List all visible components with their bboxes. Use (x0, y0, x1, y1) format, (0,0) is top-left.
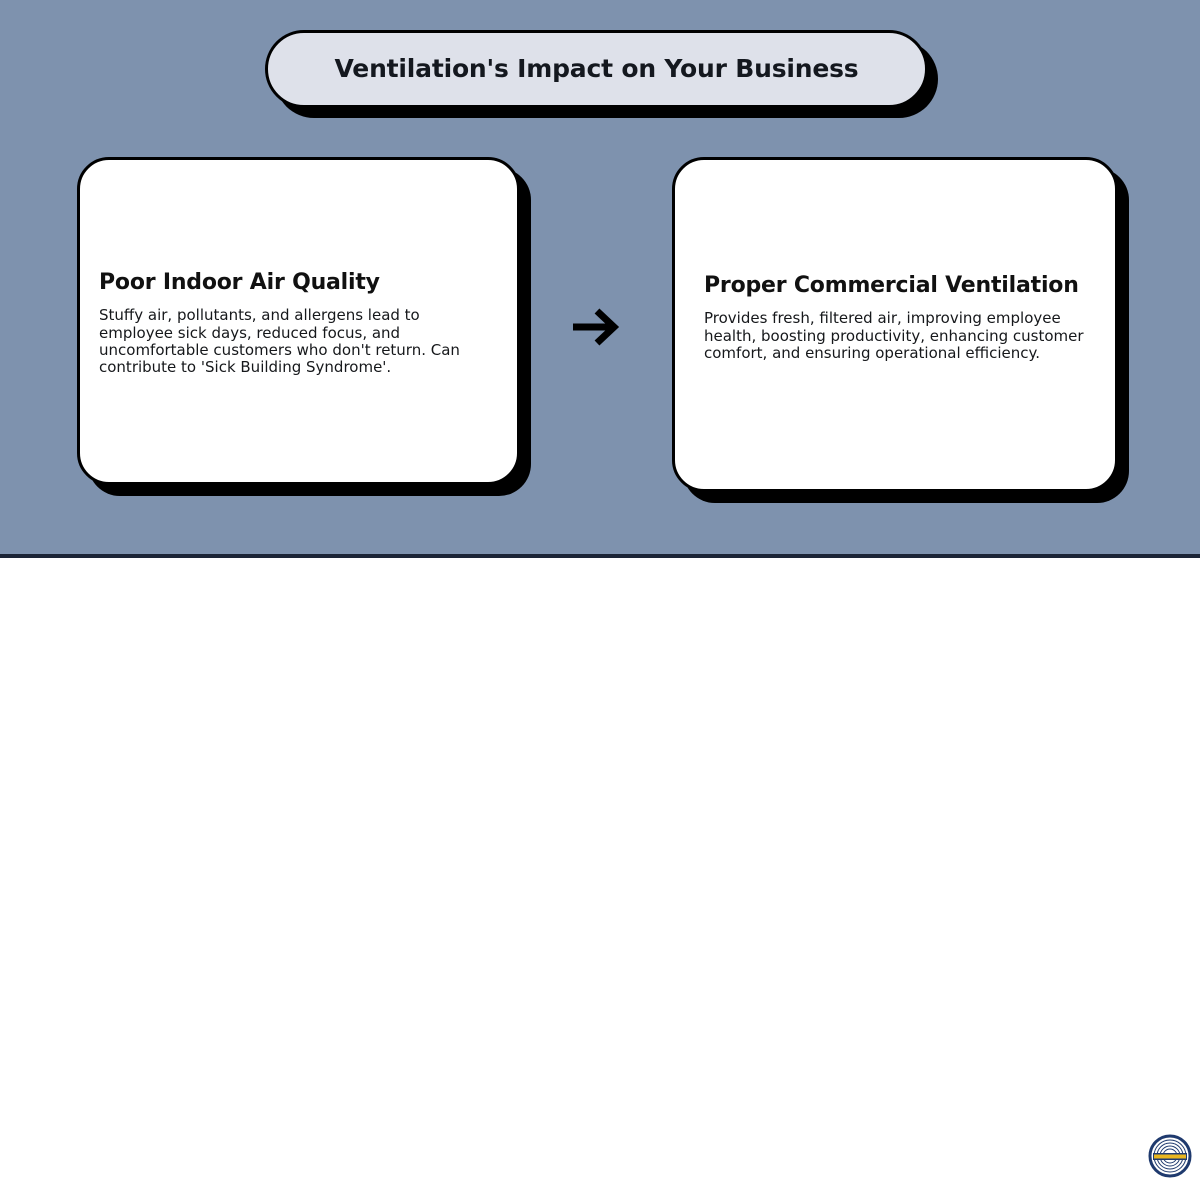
card-proper-commercial-ventilation: Proper Commercial Ventilation Provides f… (672, 157, 1129, 503)
title-banner: Ventilation's Impact on Your Business (265, 30, 938, 118)
card-heading: Poor Indoor Air Quality (99, 270, 380, 295)
card-heading: Proper Commercial Ventilation (704, 273, 1079, 298)
card-surface: Poor Indoor Air Quality Stuffy air, poll… (77, 157, 520, 485)
page-title: Ventilation's Impact on Your Business (334, 54, 859, 84)
card-content: Poor Indoor Air Quality Stuffy air, poll… (99, 270, 497, 377)
card-content: Proper Commercial Ventilation Provides f… (704, 273, 1093, 362)
infographic-body: Ventilation's Impact on Your Business Po… (0, 0, 1200, 558)
card-description: Provides fresh, filtered air, improving … (704, 309, 1084, 363)
footer-bar (0, 562, 1200, 1178)
circular-badge-logo-icon (1148, 1134, 1192, 1178)
card-surface: Proper Commercial Ventilation Provides f… (672, 157, 1118, 492)
card-description: Stuffy air, pollutants, and allergens le… (99, 306, 460, 377)
title-banner-pill: Ventilation's Impact on Your Business (265, 30, 928, 108)
card-poor-indoor-air-quality: Poor Indoor Air Quality Stuffy air, poll… (77, 157, 531, 496)
arrow-right-icon (566, 298, 628, 356)
